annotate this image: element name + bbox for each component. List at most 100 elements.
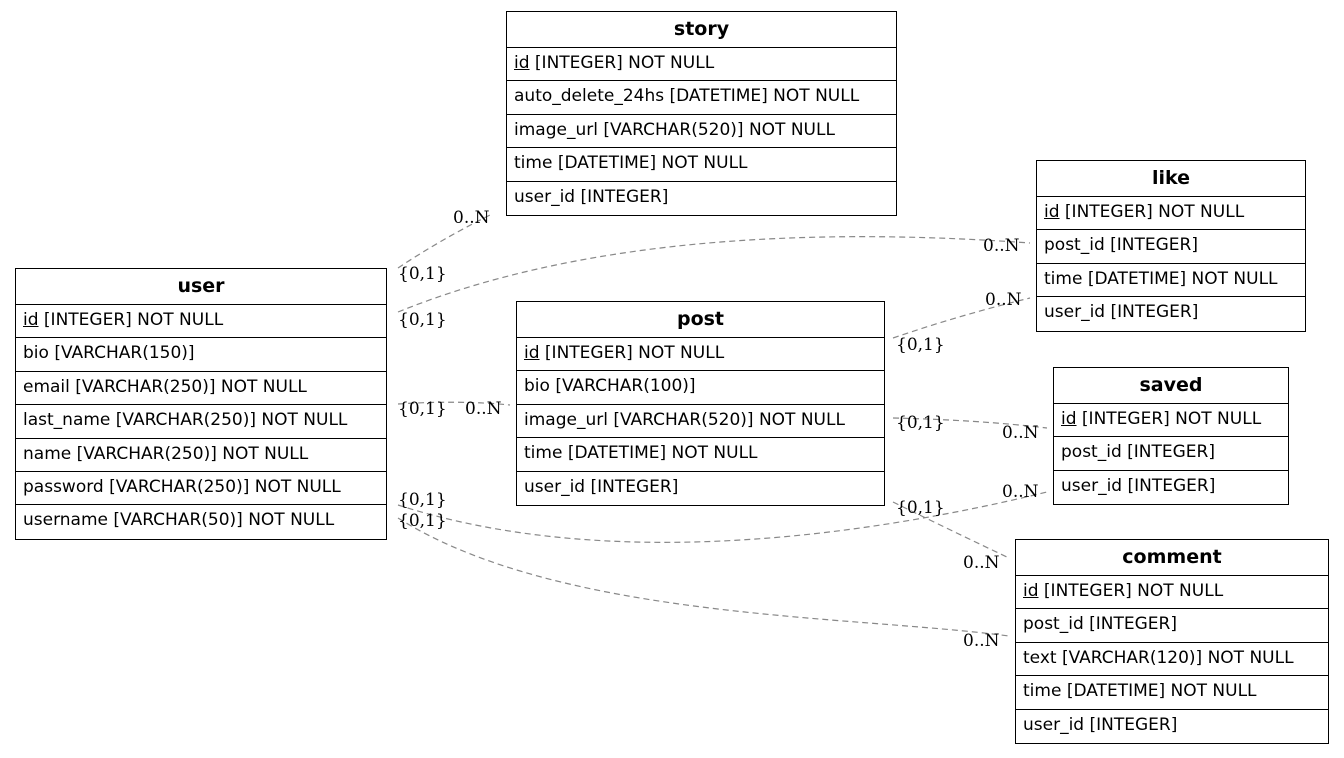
column-type: [DATETIME] NOT NULL	[557, 153, 748, 174]
column-row: email [VARCHAR(250)] NOT NULL	[16, 372, 386, 406]
column-type: [DATETIME] NOT NULL	[567, 443, 758, 464]
column-type: [INTEGER]	[1110, 302, 1199, 323]
column-type: [INTEGER] NOT NULL	[534, 53, 715, 73]
cardinality-label-from: {0,1}	[896, 335, 945, 355]
column-type: [VARCHAR(100)]	[555, 376, 696, 397]
column-name: bio	[524, 376, 550, 397]
column-name: time	[514, 153, 553, 174]
column-type: [VARCHAR(50)] NOT NULL	[113, 510, 335, 531]
relationship-user-saved	[397, 491, 1048, 543]
column-name: auto_delete_24hs	[514, 86, 665, 107]
primary-key-name: id	[524, 343, 540, 363]
column-row: user_id [INTEGER]	[1037, 297, 1305, 330]
column-name: email	[23, 376, 70, 397]
relationship-user-comment	[397, 517, 1010, 637]
column-row: image_url [VARCHAR(520)] NOT NULL	[507, 115, 896, 149]
entity-title: like	[1037, 161, 1305, 197]
relationship-user-like	[397, 236, 1031, 313]
column-row: bio [VARCHAR(100)]	[517, 371, 884, 405]
column-type: [VARCHAR(150)]	[54, 343, 195, 364]
column-name: user_id	[1061, 475, 1123, 496]
column-name: user_id	[1023, 714, 1085, 735]
column-name: user_id	[1044, 302, 1106, 323]
column-type: [DATETIME] NOT NULL	[1066, 681, 1257, 702]
column-name: time	[1044, 268, 1083, 289]
column-row: auto_delete_24hs [DATETIME] NOT NULL	[507, 81, 896, 115]
column-row: time [DATETIME] NOT NULL	[1037, 264, 1305, 298]
column-row: user_id [INTEGER]	[1054, 471, 1288, 504]
cardinality-label-to: 0..N	[963, 553, 1000, 573]
column-type: [DATETIME] NOT NULL	[1087, 268, 1278, 289]
cardinality-label-from: {0,1}	[398, 310, 447, 330]
cardinality-label-from: {0,1}	[896, 413, 945, 433]
column-row: name [VARCHAR(250)] NOT NULL	[16, 439, 386, 472]
cardinality-label-from: {0,1}	[398, 264, 447, 284]
column-row: id [INTEGER] NOT NULL	[16, 305, 386, 339]
column-type: [INTEGER]	[1127, 475, 1216, 496]
column-type: [VARCHAR(250)] NOT NULL	[76, 443, 309, 464]
column-name: name	[23, 443, 72, 464]
cardinality-label-to: 0..N	[985, 290, 1022, 310]
cardinality-label-to: 0..N	[1002, 482, 1039, 502]
column-row: user_id [INTEGER]	[507, 182, 896, 215]
column-type: [INTEGER]	[590, 476, 679, 497]
relationship-user-post	[397, 401, 511, 406]
entity-title: user	[16, 269, 386, 305]
relationship-user-story	[397, 214, 491, 269]
column-row: post_id [INTEGER]	[1037, 230, 1305, 264]
cardinality-label-from: {0,1}	[896, 498, 945, 518]
column-type: [INTEGER]	[1110, 235, 1198, 256]
column-row: user_id [INTEGER]	[1016, 710, 1328, 743]
column-type: [VARCHAR(250)] NOT NULL	[75, 376, 307, 397]
column-name: image_url	[514, 119, 598, 140]
column-row: password [VARCHAR(250)] NOT NULL	[16, 472, 386, 506]
column-type: [VARCHAR(250)] NOT NULL	[109, 476, 341, 497]
column-row: text [VARCHAR(120)] NOT NULL	[1016, 643, 1328, 677]
column-type: [INTEGER] NOT NULL	[43, 310, 224, 330]
cardinality-label-to: 0..N	[963, 631, 1000, 651]
column-row: id [INTEGER] NOT NULL	[1054, 404, 1288, 438]
column-row: bio [VARCHAR(150)]	[16, 338, 386, 372]
primary-key-name: id	[1061, 409, 1077, 429]
column-name: image_url	[524, 409, 608, 430]
column-row: id [INTEGER] NOT NULL	[1037, 197, 1305, 231]
cardinality-label-from: {0,1}	[398, 490, 447, 510]
column-name: user_id	[524, 476, 586, 497]
column-row: username [VARCHAR(50)] NOT NULL	[16, 505, 386, 538]
primary-key-name: id	[1044, 202, 1060, 222]
column-type: [DATETIME] NOT NULL	[669, 86, 860, 107]
column-row: post_id [INTEGER]	[1054, 437, 1288, 471]
relationship-post-saved	[892, 417, 1048, 429]
primary-key-name: id	[514, 53, 530, 73]
column-type: [VARCHAR(120)] NOT NULL	[1061, 647, 1294, 668]
column-name: bio	[23, 343, 49, 364]
entity-title: comment	[1016, 540, 1328, 576]
column-name: time	[1023, 681, 1062, 702]
column-type: [VARCHAR(520)] NOT NULL	[603, 119, 835, 140]
cardinality-label-to: 0..N	[465, 399, 502, 419]
column-type: [VARCHAR(520)] NOT NULL	[613, 409, 845, 430]
column-name: time	[524, 443, 563, 464]
cardinality-label-from: {0,1}	[398, 399, 447, 419]
column-type: [INTEGER]	[1089, 714, 1178, 735]
column-row: last_name [VARCHAR(250)] NOT NULL	[16, 405, 386, 439]
cardinality-label-to: 0..N	[1002, 423, 1039, 443]
column-type: [INTEGER]	[1089, 614, 1177, 635]
column-row: image_url [VARCHAR(520)] NOT NULL	[517, 405, 884, 439]
column-name: post_id	[1023, 614, 1084, 635]
cardinality-label-to: 0..N	[453, 208, 490, 228]
column-row: user_id [INTEGER]	[517, 472, 884, 505]
column-name: text	[1023, 647, 1057, 668]
relationship-post-like	[892, 297, 1031, 339]
primary-key-name: id	[23, 310, 39, 330]
column-row: id [INTEGER] NOT NULL	[517, 338, 884, 372]
column-type: [INTEGER] NOT NULL	[1081, 409, 1262, 429]
entity-title: story	[507, 12, 896, 48]
column-row: time [DATETIME] NOT NULL	[517, 438, 884, 472]
column-row: post_id [INTEGER]	[1016, 609, 1328, 643]
